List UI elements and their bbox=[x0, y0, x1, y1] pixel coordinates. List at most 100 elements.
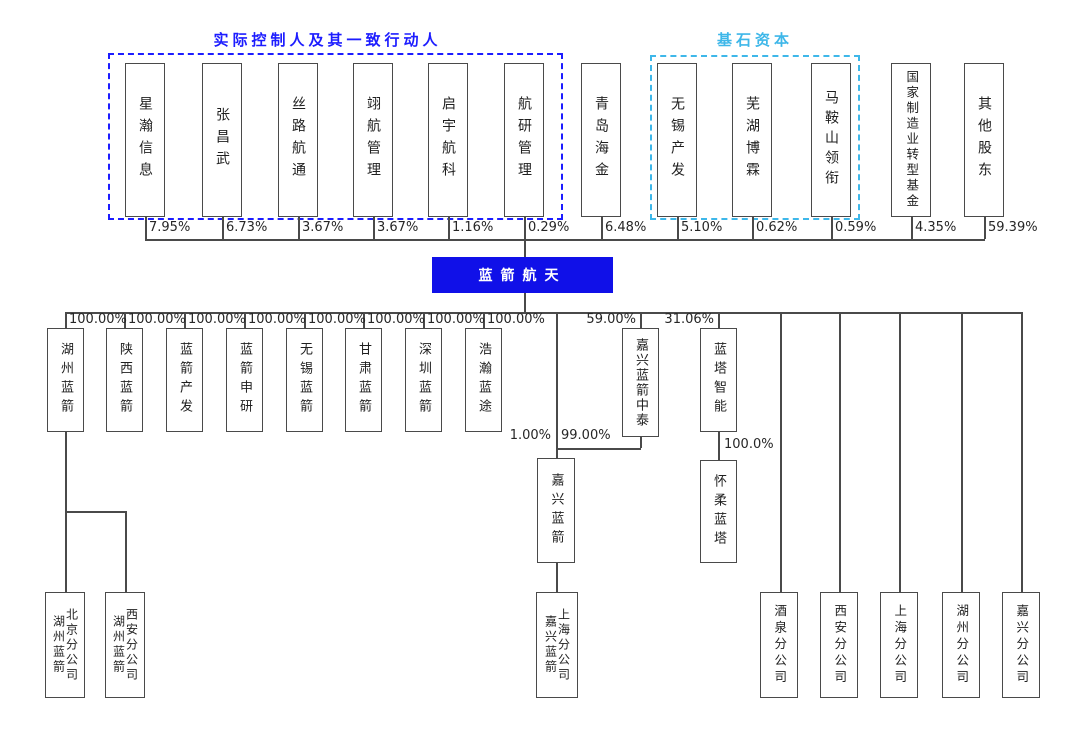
subsidiary-name: 深圳蓝箭 bbox=[416, 342, 431, 418]
connector-drop bbox=[244, 312, 246, 328]
branch-name: 湖州分公司 bbox=[954, 603, 970, 687]
subsidiary-box-lanjian-shenyan: 蓝箭申研 bbox=[226, 328, 263, 432]
cornerstone-group-frame bbox=[650, 55, 860, 220]
ownership-pct: 0.59% bbox=[835, 220, 877, 235]
subsidiary-box-huzhou-lanjian: 湖州蓝箭 bbox=[47, 328, 84, 432]
shareholder-name: 国家制造业转型基金 bbox=[904, 70, 920, 210]
connector-branch-long bbox=[899, 312, 901, 592]
branch-name: 酒泉分公司 bbox=[772, 603, 788, 687]
connector-drop bbox=[363, 312, 365, 328]
shareholder-name: 芜湖博霖 bbox=[744, 96, 760, 184]
connector-huzhou-split bbox=[65, 511, 126, 513]
parent-company-box: 蓝箭航天 bbox=[432, 257, 613, 293]
controllers-group-title: 实际控制人及其一致行动人 bbox=[213, 31, 442, 49]
subsidiary-name: 蓝塔智能 bbox=[711, 342, 726, 418]
shareholder-name: 无锡产发 bbox=[669, 96, 685, 184]
branch-box-jiaxing-shanghai: 嘉兴蓝箭 上海分公司 bbox=[536, 592, 578, 698]
subsidiary-box-lanta-zhineng: 蓝塔智能 bbox=[700, 328, 737, 432]
shareholder-box-qingdao-haijin: 青岛海金 bbox=[581, 63, 621, 217]
ownership-pct: 6.48% bbox=[605, 220, 647, 235]
parent-company-name: 蓝箭航天 bbox=[478, 268, 567, 284]
branch-name: 上海分公司 bbox=[892, 603, 908, 687]
subsidiary-name: 陕西蓝箭 bbox=[117, 342, 132, 418]
connector-drop bbox=[124, 312, 126, 328]
ownership-pct: 7.95% bbox=[149, 220, 191, 235]
shareholder-box-hangyan-guanli: 航研管理 bbox=[504, 63, 544, 217]
shareholder-box-qiyu-hangke: 启宇航科 bbox=[428, 63, 468, 217]
connector-drop bbox=[184, 312, 186, 328]
subsidiary-name: 嘉兴蓝箭中泰 bbox=[633, 337, 648, 428]
branch-box-huzhou: 湖州分公司 bbox=[942, 592, 980, 698]
shareholder-box-qita-gudong: 其他股东 bbox=[964, 63, 1004, 217]
connector-drop bbox=[304, 312, 306, 328]
ownership-pct-jiaxing-direct: 1.00% bbox=[509, 428, 551, 443]
connector-stub bbox=[222, 217, 224, 239]
shareholder-name: 星瀚信息 bbox=[137, 96, 153, 184]
ownership-pct: 100.00% bbox=[128, 312, 186, 327]
branch-box-xian: 西安分公司 bbox=[820, 592, 858, 698]
branch-company-name: 嘉兴蓝箭 bbox=[543, 615, 558, 675]
ownership-pct: 0.29% bbox=[528, 220, 570, 235]
shareholder-box-wuhu-bolin: 芜湖博霖 bbox=[732, 63, 772, 217]
branch-box-huzhou-beijing: 湖州蓝箭 北京分公司 bbox=[45, 592, 85, 698]
connector-stub bbox=[911, 217, 913, 239]
ownership-pct: 100.00% bbox=[248, 312, 306, 327]
shareholder-name: 其他股东 bbox=[976, 96, 992, 184]
connector-branch-long bbox=[961, 312, 963, 592]
connector-drop bbox=[65, 312, 67, 328]
cornerstone-group-title: 基石资本 bbox=[716, 31, 793, 49]
connector-stub bbox=[984, 217, 986, 239]
ownership-pct-huairou: 100.0% bbox=[724, 437, 774, 452]
subsidiary-name: 蓝箭申研 bbox=[237, 342, 252, 418]
subsidiary-box-lanjian-chanfa: 蓝箭产发 bbox=[166, 328, 203, 432]
connector-parent-down bbox=[524, 293, 526, 312]
subsidiary-name: 湖州蓝箭 bbox=[58, 342, 73, 418]
connector-feed-to-parent bbox=[524, 217, 526, 257]
tier3-box-jiaxing-lanjian: 嘉兴蓝箭 bbox=[537, 458, 575, 563]
branch-company-name: 湖州蓝箭 bbox=[111, 615, 126, 675]
shareholder-name: 航研管理 bbox=[516, 96, 532, 184]
connector-stub bbox=[601, 217, 603, 239]
ownership-pct: 31.06% bbox=[664, 312, 714, 327]
branch-box-jiaxing: 嘉兴分公司 bbox=[1002, 592, 1040, 698]
connector-stub bbox=[677, 217, 679, 239]
connector-huzhou-xian-down bbox=[125, 511, 127, 592]
connector-drop bbox=[718, 312, 720, 328]
tier3-box-huairou-lanta: 怀柔蓝塔 bbox=[700, 460, 737, 563]
connector-branch-long bbox=[839, 312, 841, 592]
ownership-pct: 59.00% bbox=[586, 312, 636, 327]
shareholder-name: 启宇航科 bbox=[440, 96, 456, 184]
ownership-pct: 3.67% bbox=[302, 220, 344, 235]
ownership-pct-jiaxing-via-zhongtai: 99.00% bbox=[561, 428, 611, 443]
ownership-pct: 100.00% bbox=[188, 312, 246, 327]
connector-lanta-down bbox=[718, 432, 720, 460]
connector-branch-long bbox=[1021, 312, 1023, 592]
connector-stub bbox=[298, 217, 300, 239]
shareholder-box-guojia-jijin: 国家制造业转型基金 bbox=[891, 63, 931, 217]
subsidiary-box-wuxi-lanjian: 无锡蓝箭 bbox=[286, 328, 323, 432]
company-name: 嘉兴蓝箭 bbox=[548, 472, 564, 549]
branch-name: 上海分公司 bbox=[556, 607, 571, 683]
subsidiary-box-shenzhen-lanjian: 深圳蓝箭 bbox=[405, 328, 442, 432]
ownership-pct: 100.00% bbox=[69, 312, 127, 327]
branch-box-shanghai: 上海分公司 bbox=[880, 592, 918, 698]
subsidiary-box-jiaxing-lanjian-zhongtai: 嘉兴蓝箭中泰 bbox=[622, 328, 659, 437]
shareholder-name: 青岛海金 bbox=[593, 96, 609, 184]
branch-name: 西安分公司 bbox=[832, 603, 848, 687]
connector-stub bbox=[373, 217, 375, 239]
branch-name: 西安分公司 bbox=[124, 607, 139, 683]
connector-drop bbox=[640, 312, 642, 328]
shareholder-box-silu-hangtong: 丝路航通 bbox=[278, 63, 318, 217]
ownership-pct: 100.00% bbox=[487, 312, 545, 327]
subsidiary-name: 甘肃蓝箭 bbox=[356, 342, 371, 418]
shareholder-box-zhang-changwu: 张昌武 bbox=[202, 63, 242, 217]
ownership-pct: 100.00% bbox=[367, 312, 425, 327]
shareholder-name: 丝路航通 bbox=[290, 96, 306, 184]
branch-name: 嘉兴分公司 bbox=[1014, 603, 1030, 687]
shareholder-name: 翊航管理 bbox=[365, 96, 381, 184]
connector-jiaxing-direct bbox=[556, 312, 558, 458]
branch-name: 北京分公司 bbox=[64, 607, 79, 683]
connector-stub bbox=[752, 217, 754, 239]
subsidiary-box-haohan-lantu: 浩瀚蓝途 bbox=[465, 328, 502, 432]
